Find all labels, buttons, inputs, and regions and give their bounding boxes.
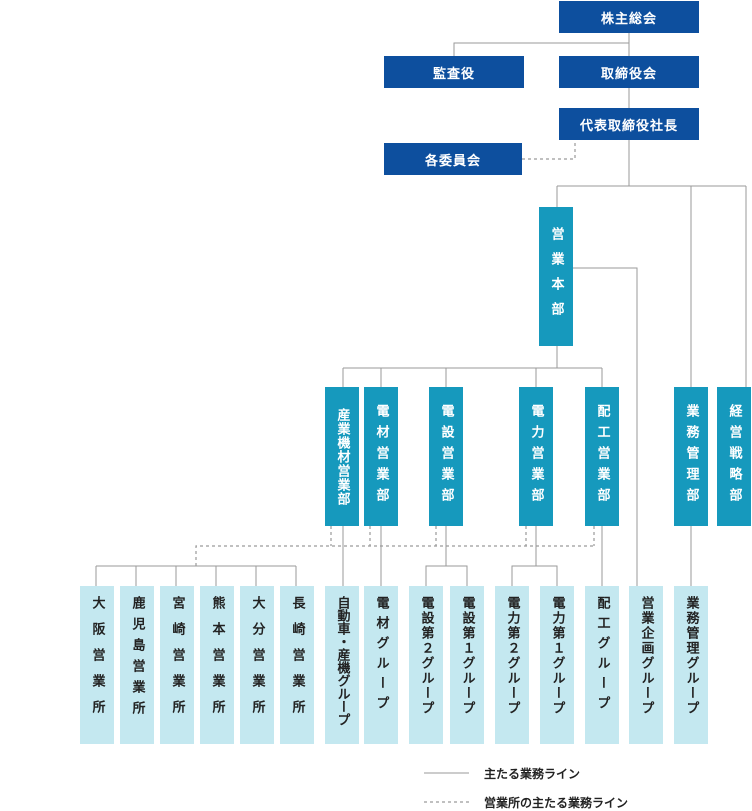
unit-kagoshima-label: 鹿児島営業所: [129, 596, 145, 722]
president-label: 代表取締役社長: [579, 118, 678, 134]
dept-denzai-label: 電材営業部: [373, 404, 389, 509]
unit-denryoku2-label: 電力第２グループ: [504, 596, 520, 716]
unit-densetsu2-label: 電設第２グループ: [418, 596, 434, 716]
unit-nagasaki-box: 長崎営業所: [280, 586, 314, 744]
auditor-box: 監査役: [384, 56, 524, 88]
dept-gyomu-kanri-box: 業務管理部: [674, 387, 708, 526]
dept-denryoku-label: 電力営業部: [528, 404, 544, 509]
dept-haiko-box: 配工営業部: [585, 387, 619, 526]
sales-hq-box: 営業本部: [539, 207, 573, 346]
dept-denryoku-box: 電力営業部: [519, 387, 553, 526]
unit-gyomu-kanri-group-label: 業務管理グループ: [683, 596, 699, 716]
unit-miyazaki-box: 宮崎営業所: [160, 586, 194, 744]
shareholders-meeting-label: 株主総会: [600, 11, 657, 27]
dept-densetsu-label: 電設営業部: [438, 404, 454, 509]
dept-sangyo-label: 産業機材営業部: [334, 407, 350, 506]
unit-nagasaki-label: 長崎営業所: [289, 596, 305, 726]
unit-eigyo-kikaku-label: 営業企画グループ: [638, 596, 654, 716]
unit-miyazaki-label: 宮崎営業所: [169, 596, 185, 726]
unit-kagoshima-box: 鹿児島営業所: [120, 586, 154, 744]
unit-osaka-label: 大阪営業所: [89, 596, 105, 726]
unit-denryoku2-box: 電力第２グループ: [495, 586, 529, 744]
auditor-label: 監査役: [432, 66, 475, 82]
legend-solid-label: 主たる業務ライン: [484, 767, 581, 781]
president-box: 代表取締役社長: [559, 108, 699, 140]
unit-denryoku1-box: 電力第１グループ: [540, 586, 574, 744]
unit-densetsu1-box: 電設第１グループ: [450, 586, 484, 744]
legend-dashed-label: 営業所の主たる業務ライン: [484, 796, 629, 810]
committees-box: 各委員会: [384, 143, 522, 175]
shareholders-meeting-box: 株主総会: [559, 1, 699, 33]
dept-keiei-senryaku-label: 経営戦略部: [726, 404, 742, 509]
unit-auto-box: 自動車・産機グループ: [325, 586, 359, 744]
dept-sangyo-box: 産業機材営業部: [325, 387, 359, 526]
unit-eigyo-kikaku-box: 営業企画グループ: [629, 586, 663, 744]
dept-haiko-label: 配工営業部: [594, 404, 610, 509]
dept-densetsu-box: 電設営業部: [429, 387, 463, 526]
board-box: 取締役会: [559, 56, 699, 88]
unit-denryoku1-label: 電力第１グループ: [549, 596, 565, 716]
unit-denzai-group-label: 電材グループ: [373, 596, 389, 716]
dept-keiei-senryaku-box: 経営戦略部: [717, 387, 751, 526]
unit-haiko-group-box: 配工グループ: [585, 586, 619, 744]
unit-densetsu1-label: 電設第１グループ: [459, 596, 475, 716]
unit-haiko-group-label: 配工グループ: [594, 596, 610, 716]
unit-auto-label: 自動車・産機グループ: [334, 596, 350, 726]
dept-gyomu-kanri-label: 業務管理部: [683, 404, 699, 509]
unit-denzai-group-box: 電材グループ: [364, 586, 398, 744]
unit-gyomu-kanri-group-box: 業務管理グループ: [674, 586, 708, 744]
dept-denzai-box: 電材営業部: [364, 387, 398, 526]
unit-oita-label: 大分営業所: [249, 596, 265, 726]
unit-densetsu2-box: 電設第２グループ: [409, 586, 443, 744]
sales-hq-label: 営業本部: [548, 226, 564, 327]
dashed-lines: [195, 140, 595, 803]
board-label: 取締役会: [600, 66, 657, 82]
unit-osaka-box: 大阪営業所: [80, 586, 114, 744]
committees-label: 各委員会: [424, 153, 481, 169]
unit-oita-box: 大分営業所: [240, 586, 274, 744]
unit-kumamoto-label: 熊本営業所: [209, 596, 225, 726]
unit-kumamoto-box: 熊本営業所: [200, 586, 234, 744]
